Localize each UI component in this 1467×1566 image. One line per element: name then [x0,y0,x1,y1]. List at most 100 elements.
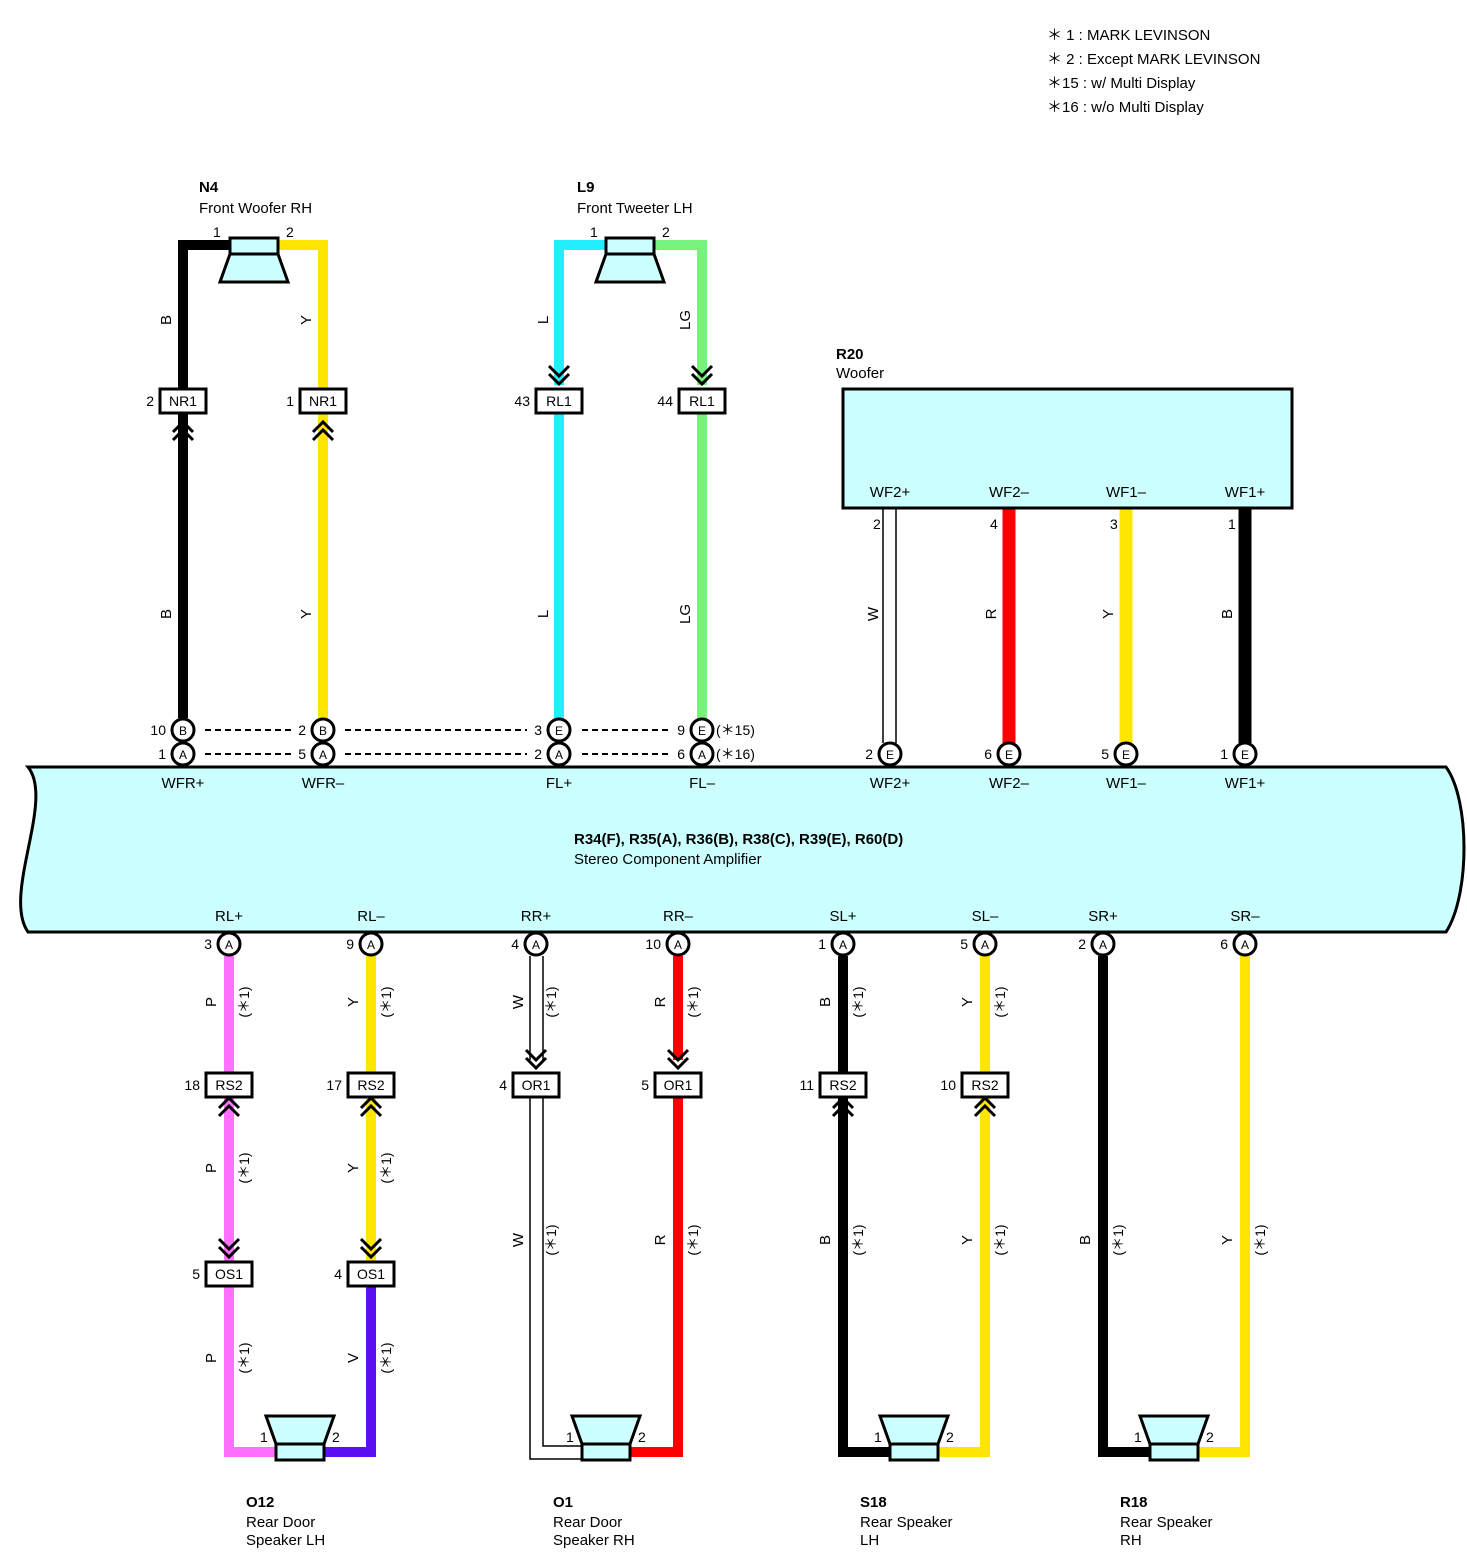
svg-text:10: 10 [645,936,661,952]
svg-text:WFR–: WFR– [302,775,345,792]
svg-text:3: 3 [204,936,212,952]
svg-text:(＊1): (＊1) [378,1152,394,1183]
svg-text:P: P [203,1353,220,1363]
svg-text:1: 1 [818,936,826,952]
svg-text:(＊1): (＊1) [236,1342,252,1373]
variant-dashed-lines [205,729,671,755]
amp-terminal-e9: E 9 [677,717,715,743]
svg-text:A: A [981,938,989,952]
speaker-icon-o1 [570,1414,642,1462]
amp-terminal-e1: E 1 [1220,741,1258,767]
svg-text:(＊1): (＊1) [992,986,1008,1017]
speaker-r18-id: R18 [1120,1494,1148,1511]
wire-n4-b-upper [178,240,230,392]
svg-text:2: 2 [534,746,542,762]
svg-text:11: 11 [799,1077,814,1093]
speaker-s18-id: S18 [860,1494,887,1511]
svg-text:NR1: NR1 [169,393,197,409]
variant-note-16: (＊16) [716,746,755,762]
note-2: ＊ 2 : Except MARK LEVINSON [1047,51,1260,68]
svg-text:6: 6 [984,746,992,762]
svg-text:10: 10 [940,1077,956,1093]
svg-text:4: 4 [499,1077,507,1093]
svg-text:OR1: OR1 [522,1077,551,1093]
svg-text:5: 5 [192,1266,200,1282]
woofer-terminal: WF2– [989,484,1030,501]
wire-n4-y-upper [278,240,328,392]
speaker-l9-pin2: 2 [662,224,670,240]
junction-or1-pin5: OR1 5 [641,1048,703,1099]
speaker-s18-line2: LH [860,1532,879,1549]
svg-text:RL1: RL1 [546,393,572,409]
footnotes: ＊ 1 : MARK LEVINSON ＊ 2 : Except MARK LE… [1047,27,1260,116]
svg-text:RL–: RL– [357,908,385,925]
svg-text:RS2: RS2 [829,1077,856,1093]
svg-text:B: B [179,724,187,738]
speaker-r18-pin2: 2 [1206,1429,1214,1445]
speaker-o12-line1: Rear Door [246,1514,315,1531]
svg-text:(＊1): (＊1) [685,1224,701,1255]
speaker-o1-line2: Speaker RH [553,1532,635,1549]
speaker-s18-pin2: 2 [946,1429,954,1445]
svg-text:(＊1): (＊1) [685,986,701,1017]
svg-text:10: 10 [150,722,166,738]
amp-terminal-sl-minus: A 5 [960,931,998,957]
svg-text:FL–: FL– [689,775,716,792]
junction-nr1-pin2: NR1 2 [146,387,208,442]
svg-text:2: 2 [865,746,873,762]
svg-text:SL+: SL+ [829,908,856,925]
svg-text:OS1: OS1 [357,1266,385,1282]
amp-terminal-rl-minus: A 9 [346,931,384,957]
speaker-l9-name: Front Tweeter LH [577,200,693,217]
speaker-o1-pin2: 2 [638,1429,646,1445]
speaker-n4-id: N4 [199,179,219,196]
wire-l9-l-upper [554,240,606,385]
svg-text:9: 9 [346,936,354,952]
speaker-n4-pin1: 1 [213,224,221,240]
svg-text:1: 1 [286,393,294,409]
speaker-o12-pin2: 2 [332,1429,340,1445]
svg-text:OR1: OR1 [664,1077,693,1093]
woofer-pin: 1 [1228,516,1236,532]
speaker-o12-id: O12 [246,1494,274,1511]
speaker-r18-line1: Rear Speaker [1120,1514,1213,1531]
svg-text:B: B [319,724,327,738]
svg-text:B: B [1077,1235,1094,1245]
svg-text:E: E [698,724,706,738]
amp-terminal-sl-plus: A 1 [818,931,856,957]
svg-text:WFR+: WFR+ [162,775,205,792]
speaker-s18-line1: Rear Speaker [860,1514,953,1531]
svg-text:SL–: SL– [972,908,999,925]
svg-text:P: P [203,1163,220,1173]
woofer-id: R20 [836,346,864,363]
svg-text:2: 2 [1078,936,1086,952]
svg-text:(＊1): (＊1) [236,986,252,1017]
wire-color-label: W [865,606,882,621]
svg-text:Y: Y [345,997,362,1007]
svg-text:Y: Y [959,997,976,1007]
speaker-o12-line2: Speaker LH [246,1532,325,1549]
svg-text:WF2+: WF2+ [870,775,911,792]
svg-text:E: E [886,748,894,762]
svg-text:5: 5 [298,746,306,762]
svg-text:1: 1 [158,746,166,762]
svg-text:A: A [225,938,233,952]
svg-text:(＊1): (＊1) [850,986,866,1017]
svg-text:3: 3 [534,722,542,738]
amp-terminal-a1: A 1 [158,741,196,767]
wire-color-label: Y [298,609,315,619]
svg-text:44: 44 [657,393,673,409]
svg-text:A: A [179,748,187,762]
svg-text:6: 6 [1220,936,1228,952]
speaker-l9-pin1: 1 [590,224,598,240]
svg-text:(＊1): (＊1) [1110,1224,1126,1255]
amp-terminal-e6: E 6 [984,741,1022,767]
amplifier-top-terminal-labels: WFR+ WFR– FL+ FL– WF2+ WF2– WF1– WF1+ [162,775,1266,792]
svg-text:5: 5 [960,936,968,952]
svg-text:17: 17 [326,1077,342,1093]
amp-terminal-a6: A 6 [677,741,715,767]
wire-color-label: B [158,315,175,325]
amp-terminal-rr-minus: A 10 [645,931,691,957]
note-15: ＊15 : w/ Multi Display [1047,75,1196,92]
svg-text:2: 2 [146,393,154,409]
